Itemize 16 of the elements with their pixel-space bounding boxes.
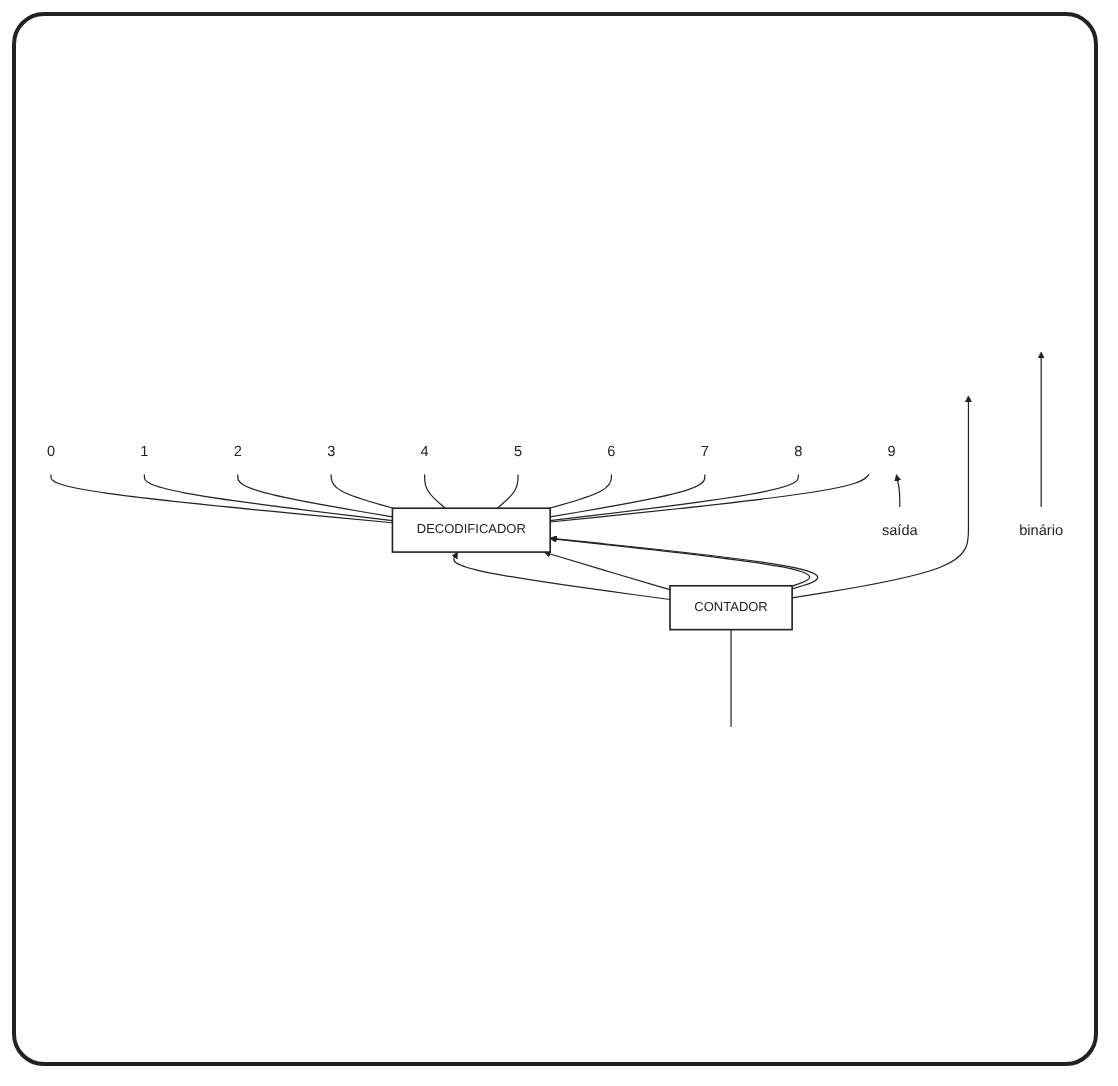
connector-line <box>730 628 732 728</box>
connector-line <box>549 473 706 517</box>
connector-line <box>548 473 613 509</box>
connector-line <box>237 473 394 517</box>
connector-line <box>50 473 394 523</box>
arrow <box>791 394 973 598</box>
connector-line <box>549 473 870 523</box>
arrow <box>1037 351 1045 508</box>
connector-line <box>496 473 519 509</box>
connector-line <box>143 473 394 521</box>
arrow <box>543 550 671 590</box>
connector-line <box>424 473 446 509</box>
connector-line <box>549 473 799 521</box>
connector-line <box>330 473 394 509</box>
arrow <box>451 551 671 600</box>
arrow <box>894 473 902 508</box>
